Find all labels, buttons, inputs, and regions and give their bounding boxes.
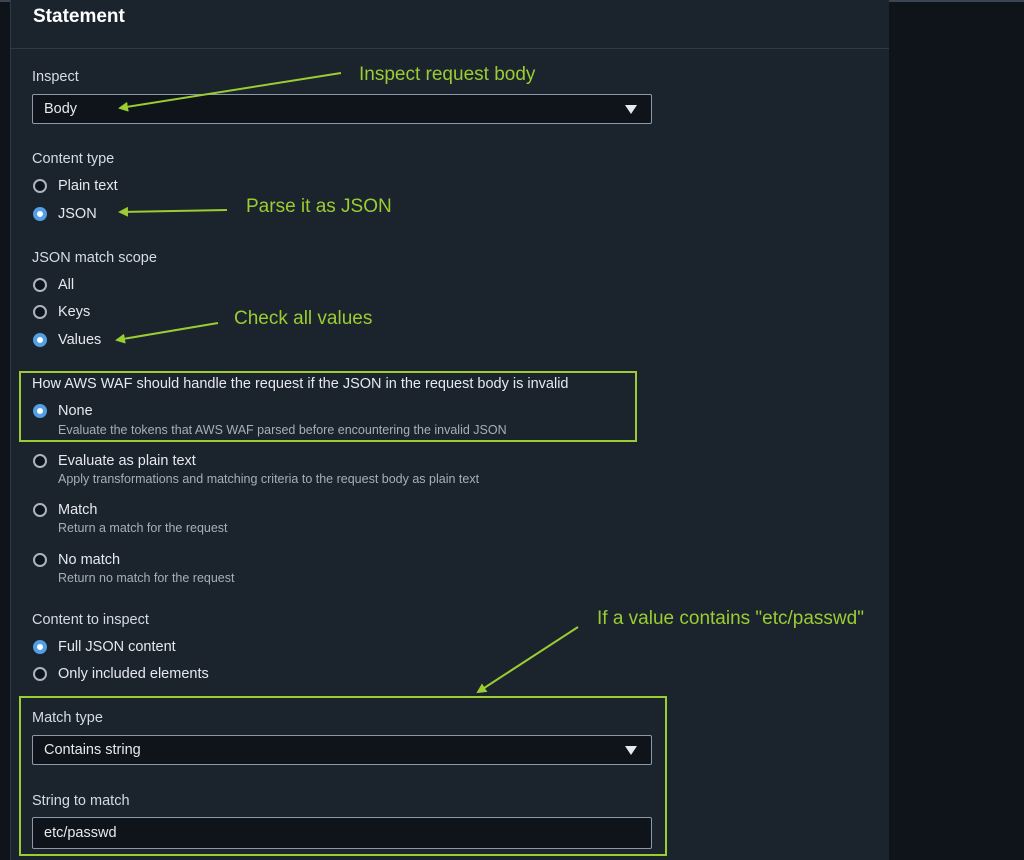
radio-desc-evaluate-plain-text: Apply transformations and matching crite…: [58, 472, 480, 486]
radio-values[interactable]: [33, 333, 47, 347]
panel-header: Statement: [11, 0, 889, 49]
radio-label-full-json-content[interactable]: Full JSON content: [58, 639, 176, 655]
radio-label-json[interactable]: JSON: [58, 206, 97, 222]
inspect-select[interactable]: Body: [32, 94, 652, 124]
string-to-match-value: etc/passwd: [44, 825, 117, 841]
radio-desc-no-match: Return no match for the request: [58, 571, 235, 585]
radio-label-plain-text[interactable]: Plain text: [58, 178, 118, 194]
arrow-inspect-body: [118, 72, 342, 112]
radio-no-match[interactable]: [33, 553, 47, 567]
highlight-box-match: [19, 696, 667, 856]
match-type-label: Match type: [32, 710, 103, 726]
radio-plain-text[interactable]: [33, 179, 47, 193]
caret-down-icon: [625, 746, 637, 755]
radio-all[interactable]: [33, 278, 47, 292]
radio-label-values[interactable]: Values: [58, 332, 102, 348]
content-type-label: Content type: [32, 151, 115, 167]
content-to-inspect-label: Content to inspect: [32, 612, 149, 628]
arrow-contains-passwd: [476, 626, 579, 694]
annotation-contains-passwd: If a value contains "etc/passwd": [597, 608, 864, 629]
radio-keys[interactable]: [33, 305, 47, 319]
radio-only-included-elements[interactable]: [33, 667, 47, 681]
match-type-select[interactable]: Contains string: [32, 735, 652, 765]
panel-title: Statement: [33, 6, 125, 27]
radio-label-no-match[interactable]: No match: [58, 552, 121, 568]
caret-down-icon: [625, 105, 637, 114]
inspect-selected-value: Body: [44, 101, 78, 117]
annotation-check-values: Check all values: [234, 308, 373, 329]
radio-label-keys[interactable]: Keys: [58, 304, 91, 320]
annotation-parse-json: Parse it as JSON: [246, 196, 392, 217]
match-type-selected-value: Contains string: [44, 742, 141, 758]
arrow-parse-json: [118, 206, 228, 217]
radio-label-all[interactable]: All: [58, 277, 75, 293]
annotation-inspect-body: Inspect request body: [359, 64, 536, 85]
statement-panel: Statement: [10, 0, 889, 860]
radio-desc-match: Return a match for the request: [58, 521, 228, 535]
radio-none[interactable]: [33, 404, 47, 418]
invalid-json-handling-label: How AWS WAF should handle the request if…: [32, 376, 569, 392]
json-match-scope-label: JSON match scope: [32, 250, 157, 266]
radio-json[interactable]: [33, 207, 47, 221]
radio-label-match[interactable]: Match: [58, 502, 98, 518]
highlight-box-invalid-json: [19, 371, 637, 442]
radio-label-only-included-elements[interactable]: Only included elements: [58, 666, 209, 682]
string-to-match-input[interactable]: etc/passwd: [32, 817, 652, 849]
radio-label-evaluate-plain-text[interactable]: Evaluate as plain text: [58, 453, 196, 469]
radio-match[interactable]: [33, 503, 47, 517]
inspect-label: Inspect: [32, 69, 79, 85]
radio-evaluate-plain-text[interactable]: [33, 454, 47, 468]
arrow-check-values: [115, 322, 219, 344]
radio-desc-none: Evaluate the tokens that AWS WAF parsed …: [58, 423, 507, 437]
string-to-match-label: String to match: [32, 793, 130, 809]
radio-full-json-content[interactable]: [33, 640, 47, 654]
radio-label-none[interactable]: None: [58, 403, 93, 419]
